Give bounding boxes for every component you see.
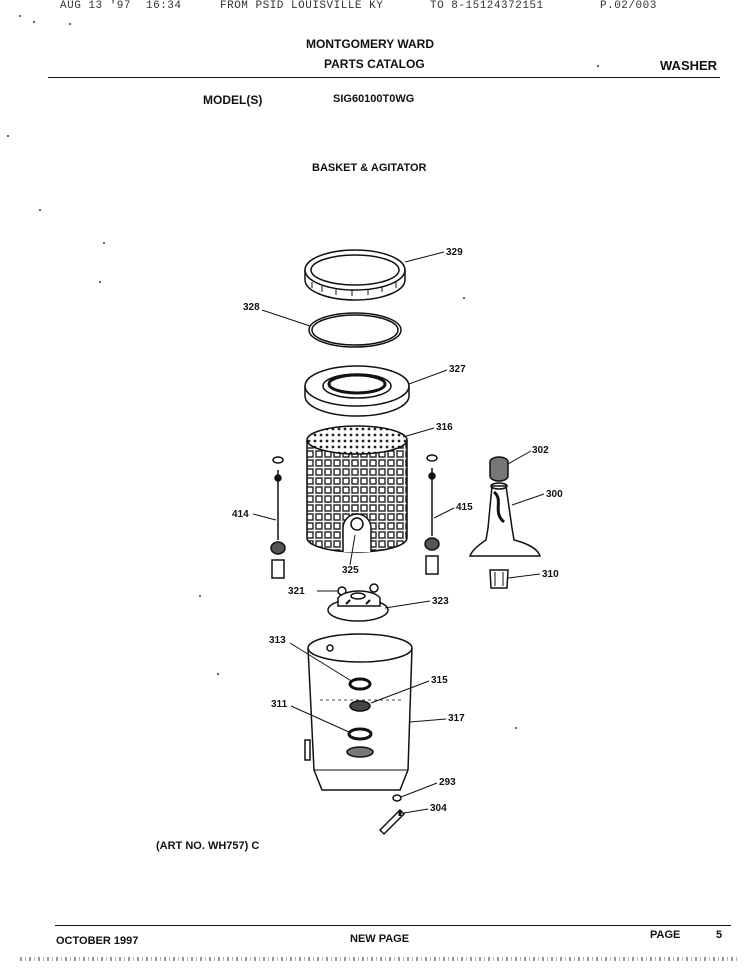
- part-reference-labels: 329 328 327 316 302 300 414 415 325 310 …: [232, 247, 563, 814]
- ref-label-317: 317: [448, 713, 465, 724]
- ref-label-329: 329: [446, 247, 463, 258]
- header-rule: [48, 77, 720, 78]
- ref-label-325: 325: [342, 565, 359, 576]
- footer-page-number: 5: [716, 929, 723, 941]
- hub-part: [327, 590, 389, 622]
- section-title: BASKET & AGITATOR: [312, 162, 427, 174]
- catalog-title: PARTS CATALOG: [324, 57, 425, 71]
- ref-label-414: 414: [232, 509, 249, 520]
- clamp-part: [392, 794, 402, 802]
- leader-lines: [252, 251, 545, 814]
- footer-rule: [55, 925, 731, 926]
- ref-label-415: 415: [456, 502, 473, 513]
- ref-label-327: 327: [449, 364, 466, 375]
- ref-label-328: 328: [243, 302, 260, 313]
- seal-lower-part: [346, 727, 374, 758]
- model-number: SIG60100T0WG: [333, 93, 415, 105]
- ref-label-293: 293: [439, 777, 456, 788]
- category-label: WASHER: [660, 58, 718, 73]
- ref-label-302: 302: [532, 445, 549, 456]
- hose-part: [378, 808, 406, 836]
- model-label: MODEL(S): [203, 93, 263, 107]
- gasket-part: [308, 312, 402, 348]
- ref-label-321: 321: [288, 586, 305, 597]
- agitator-cap-part: [489, 456, 509, 482]
- balance-ring-part: [304, 365, 410, 417]
- company-name: MONTGOMERY WARD: [306, 37, 434, 51]
- fax-noise-strip: [20, 957, 740, 961]
- suspension-rod-left-part: [270, 456, 286, 579]
- fax-time: 16:34: [146, 0, 182, 12]
- agitator-part: [468, 482, 542, 557]
- fax-number: TO 8-15124372151: [430, 0, 544, 12]
- ref-label-300: 300: [546, 489, 563, 500]
- bearing-part: [349, 700, 371, 712]
- footer-date: OCTOBER 1997: [56, 935, 139, 947]
- fax-page-ref: P.02/003: [600, 0, 657, 12]
- agitator-drive-bell-part: [489, 569, 509, 589]
- scan-specks: [7, 15, 599, 729]
- outer-tub-part: [304, 633, 413, 791]
- ref-label-310: 310: [542, 569, 559, 580]
- seal-upper-part: [348, 677, 372, 691]
- ref-label-304: 304: [430, 803, 447, 814]
- ref-label-313: 313: [269, 635, 286, 646]
- tub-ring-part: [304, 249, 406, 301]
- fax-date: AUG 13 '97: [60, 0, 132, 12]
- basket-part: [306, 425, 408, 553]
- art-number: (ART NO. WH757) C: [156, 840, 260, 852]
- fax-from: FROM PSID LOUISVILLE KY: [220, 0, 384, 12]
- suspension-rod-right-part: [424, 454, 440, 575]
- ref-label-316: 316: [436, 422, 453, 433]
- footer-page-label: PAGE: [650, 929, 681, 941]
- ref-label-311: 311: [271, 699, 288, 710]
- ref-label-315: 315: [431, 675, 448, 686]
- footer-status: NEW PAGE: [350, 933, 410, 945]
- ref-label-323: 323: [432, 596, 449, 607]
